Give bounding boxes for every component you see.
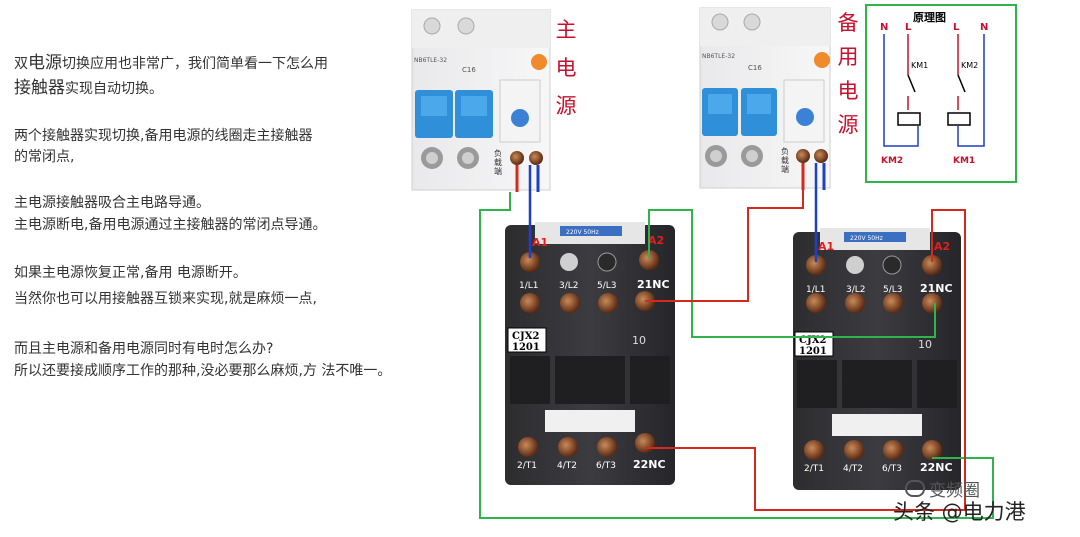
svg-text:L: L — [905, 22, 912, 33]
breaker-model-text-backup: NB6TLE-32 — [702, 53, 735, 60]
svg-text:22NC: 22NC — [920, 461, 953, 474]
svg-text:负: 负 — [494, 148, 502, 158]
description-line: 接触器实现自动切换。 — [14, 78, 163, 98]
rating-label: 10 — [632, 334, 646, 347]
svg-text:载: 载 — [494, 157, 502, 167]
main-contactor: 220V 50Hz A1 A2 1/L1 3/L2 5/L3 21NC CJX2… — [505, 222, 675, 485]
svg-text:N: N — [980, 22, 988, 33]
top-terminal-labels-backup: 1/L1 3/L2 5/L3 21NC — [806, 282, 953, 295]
svg-text:端: 端 — [494, 166, 502, 176]
description-line: 当然你也可以用接触器互锁来实现,就是麻烦一点, — [14, 291, 317, 307]
main-power-label: 主 电 源 — [555, 18, 577, 118]
coil-voltage-label: 220V 50Hz — [566, 229, 599, 236]
svg-text:2/T1: 2/T1 — [804, 464, 824, 474]
description-line: 如果主电源恢复正常,备用 电源断开。 — [14, 265, 247, 281]
backup-breaker: NB6TLE-32 C16 负 载 端 — [699, 7, 831, 189]
wire-red-21nc — [645, 190, 804, 302]
description-line: 而且主电源和备用电源同时有电时怎么办? — [14, 341, 274, 357]
svg-text:6/T3: 6/T3 — [596, 461, 616, 471]
breaker-rating-text-backup: C16 — [748, 64, 762, 72]
description-line: 主电源接触器吸合主电路导通。 — [14, 195, 210, 211]
model-label-line1: CJX2 — [512, 331, 539, 342]
svg-text:4/T2: 4/T2 — [843, 464, 863, 474]
schematic-contact-km1: KM1 — [911, 61, 928, 70]
description-line: 所以还要接成顺序工作的那种,没必要那么麻烦,方 法不唯一。 — [14, 363, 392, 379]
svg-text:3/L2: 3/L2 — [559, 281, 579, 291]
bottom-terminal-labels-backup: 2/T1 4/T2 6/T3 22NC — [804, 461, 953, 474]
top-terminal-labels: 1/L1 3/L2 5/L3 21NC — [519, 278, 670, 291]
svg-text:5/L3: 5/L3 — [883, 285, 903, 295]
description-line: 双电源切换应用也非常广，我们简单看一下怎么用 — [14, 53, 328, 73]
backup-power-label: 备 用 电 源 — [837, 11, 859, 137]
model-label-line1-backup: CJX2 — [799, 335, 826, 346]
rating-label-backup: 10 — [918, 338, 932, 351]
coil-a2-label-backup: A2 — [934, 240, 950, 253]
breaker-rating-text: C16 — [462, 66, 476, 74]
description-line: 的常闭点, — [14, 149, 75, 165]
coil-a2-label: A2 — [648, 234, 664, 247]
svg-text:3/L2: 3/L2 — [846, 285, 866, 295]
svg-text:4/T2: 4/T2 — [557, 461, 577, 471]
coil-voltage-label-backup: 220V 50Hz — [850, 235, 883, 242]
svg-text:载: 载 — [781, 155, 789, 165]
schematic-coil-km1: KM1 — [953, 156, 975, 166]
svg-text:21NC: 21NC — [920, 282, 953, 295]
wire-red-a2-22nc — [645, 209, 966, 511]
wire-green-outer — [479, 192, 994, 519]
bottom-terminal-labels: 2/T1 4/T2 6/T3 22NC — [517, 458, 666, 471]
coil-a1-label-backup: A1 — [818, 240, 834, 253]
svg-text:21NC: 21NC — [637, 278, 670, 291]
main-breaker: NB6TLE-32 C16 负 载 端 — [411, 9, 551, 191]
svg-text:N: N — [880, 22, 888, 33]
svg-text:端: 端 — [781, 164, 789, 174]
watermark-author: 头条 @电力港 — [893, 500, 1026, 524]
wires — [479, 163, 994, 519]
load-terminal-label: 负 载 端 — [494, 148, 502, 176]
description-line: 两个接触器实现切换,备用电源的线圈走主接触器 — [14, 128, 313, 144]
load-terminal-label-backup: 负 载 端 — [781, 146, 789, 174]
backup-contactor: 220V 50Hz A1 A2 1/L1 3/L2 5/L3 21NC CJX2… — [793, 228, 961, 490]
watermark: 变频圈 — [905, 476, 980, 501]
coil-a1-label: A1 — [532, 236, 548, 249]
schematic-coil-km2: KM2 — [881, 156, 903, 166]
svg-text:2/T1: 2/T1 — [517, 461, 537, 471]
svg-text:1/L1: 1/L1 — [806, 285, 826, 295]
svg-text:L: L — [953, 22, 960, 33]
svg-text:负: 负 — [781, 146, 789, 156]
wire-green-a2-21nc — [648, 209, 936, 338]
breaker-model-text: NB6TLE-32 — [414, 57, 447, 64]
schematic-title: 原理图 — [913, 11, 946, 24]
schematic-box: 原理图 N L L N KM1 KM2 KM2 KM1 — [865, 4, 1017, 183]
svg-text:1/L1: 1/L1 — [519, 281, 539, 291]
svg-text:5/L3: 5/L3 — [597, 281, 617, 291]
svg-text:6/T3: 6/T3 — [882, 464, 902, 474]
model-label-line2: 1201 — [512, 342, 540, 353]
schematic-contact-km2: KM2 — [961, 61, 978, 70]
description-line: 主电源断电,备用电源通过主接触器的常闭点导通。 — [14, 217, 327, 233]
model-label-line2-backup: 1201 — [799, 346, 827, 357]
watermark-icon — [905, 480, 925, 497]
svg-text:22NC: 22NC — [633, 458, 666, 471]
